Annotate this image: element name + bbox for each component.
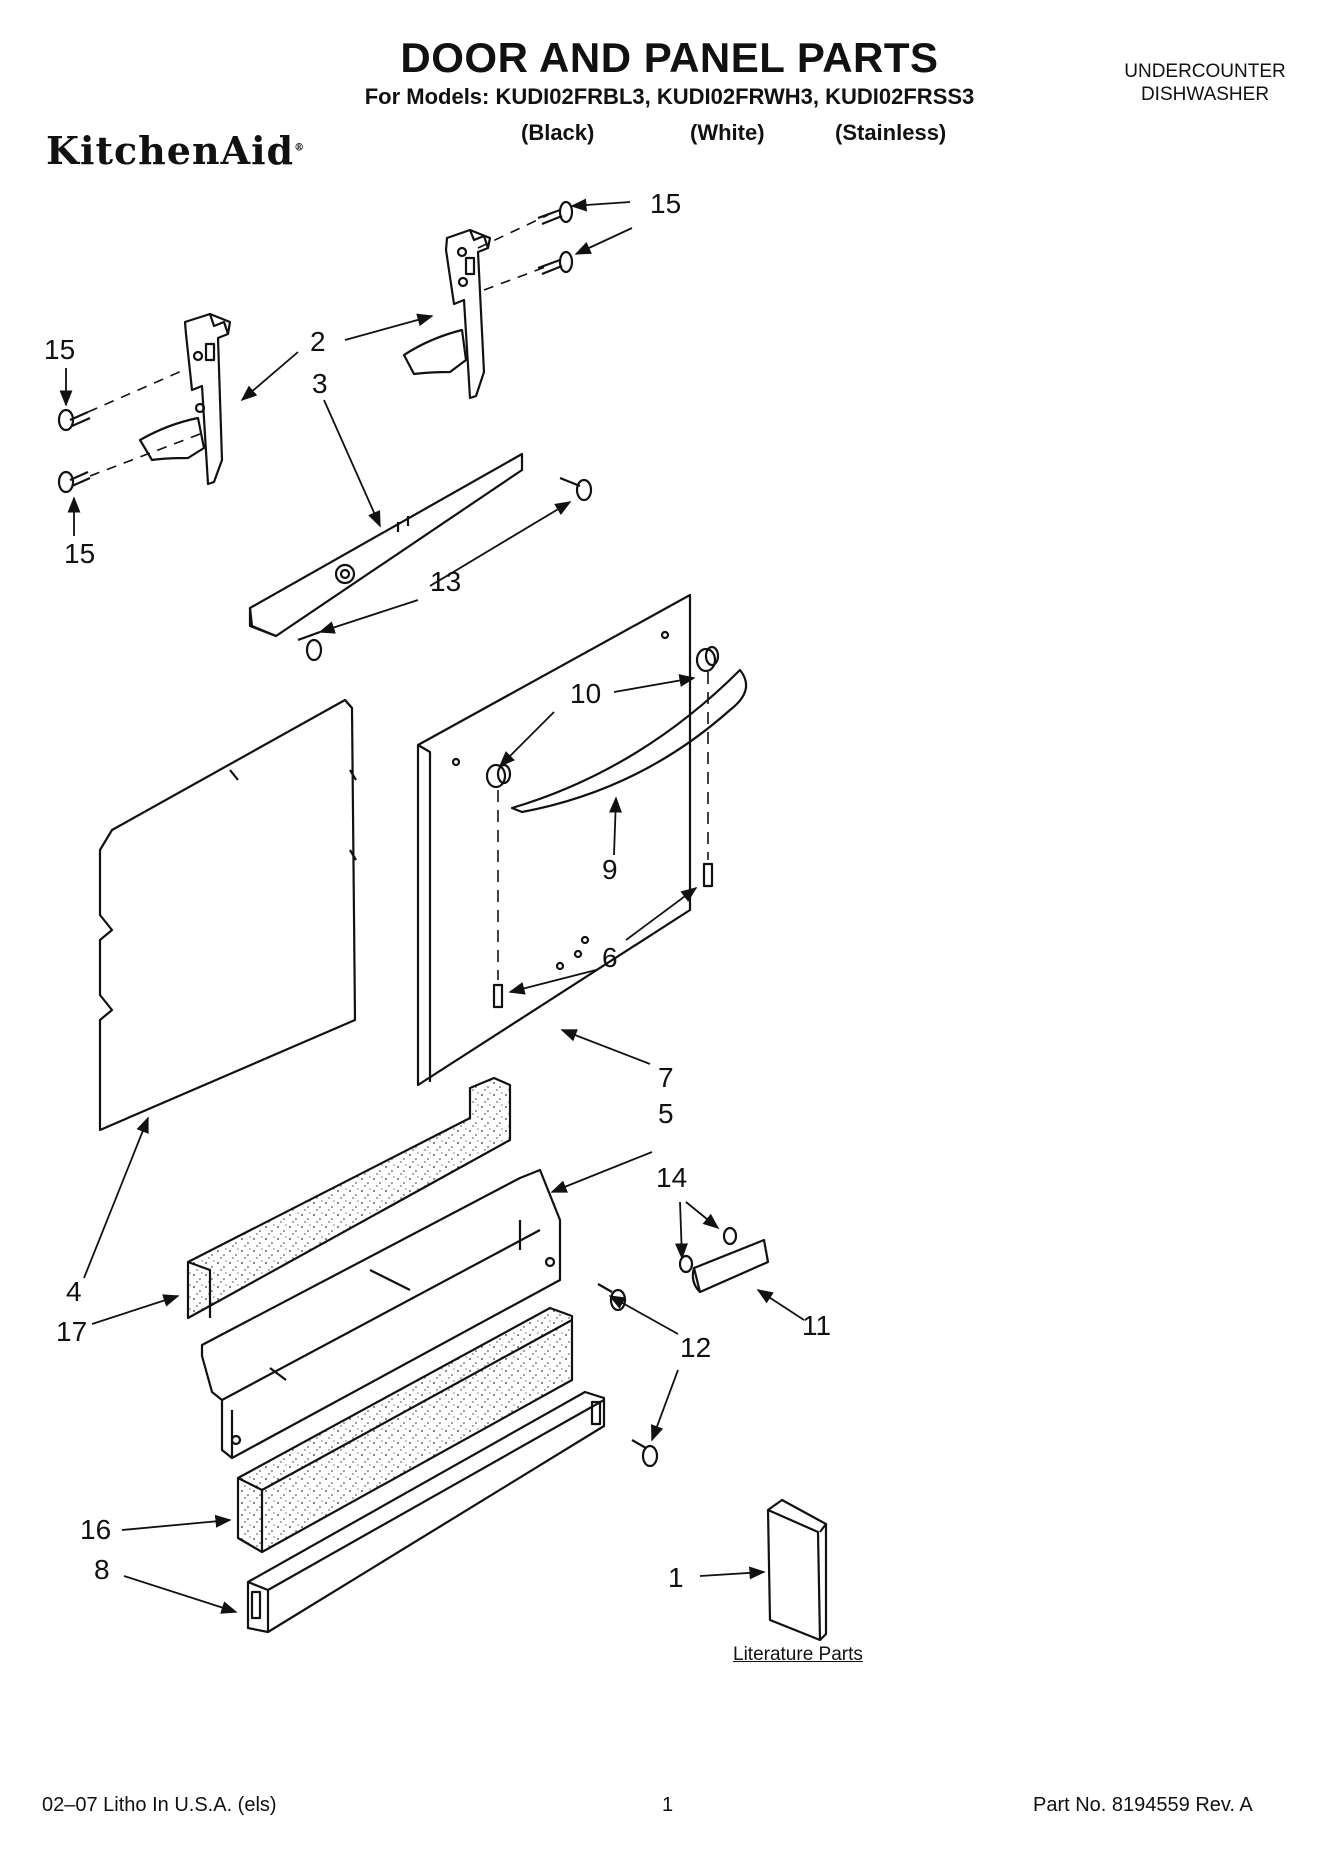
appliance-type: UNDERCOUNTER DISHWASHER [1100,60,1310,106]
appliance-type-line2: DISHWASHER [1140,84,1270,105]
screw-15-top [537,200,574,226]
handle-stud-right [695,645,720,673]
callout-7: 7 [658,1062,674,1093]
callout-13: 13 [430,566,462,597]
brand-logo-text: KitchenAid [46,128,295,173]
callout-11: 11 [802,1310,832,1341]
callout-4: 4 [66,1276,82,1307]
callout-2: 2 [310,326,326,357]
toe-panel [246,1390,606,1634]
footer-part-number: Part No. 8194559 Rev. A [1033,1794,1253,1816]
foam-strip-top [186,1076,512,1320]
callout-1: 1 [668,1562,684,1593]
footer-print-info: 02–07 Litho In U.S.A. (els) [42,1794,277,1816]
variant-stainless: (Stainless) [835,120,947,145]
handle-stud-left [485,763,512,789]
screw-15-mid [537,250,574,276]
callout-12: 12 [680,1332,712,1363]
screw-12-lower [631,1439,659,1468]
variant-black: (Black) [521,120,595,145]
brand-logo: KitchenAid® [46,128,306,173]
nut-right [722,1226,738,1246]
appliance-type-line1: UNDERCOUNTER [1124,61,1286,82]
door-panel [416,593,692,1087]
small-bracket [691,1238,770,1294]
callout-9: 9 [602,854,618,885]
callout-10: 10 [570,678,602,709]
screw-13-left [297,630,323,662]
callout-15-left-bottom: 15 [64,538,96,569]
callout-15-left-top: 15 [44,334,76,365]
callout-17: 17 [56,1316,88,1347]
footer-page-number: 1 [662,1794,674,1816]
callout-6: 6 [602,942,618,973]
foam-strip-bottom [236,1306,574,1554]
screw-13-right [559,476,593,502]
literature-parts-label: Literature Parts [733,1644,863,1665]
toe-panel-bracket [200,1168,562,1460]
variant-white: (White) [690,120,765,145]
callout-5: 5 [658,1098,674,1129]
hinge-bracket-left [138,312,232,486]
page-title: DOOR AND PANEL PARTS [400,34,939,81]
callout-15-top: 15 [650,188,682,219]
models-line: For Models: KUDI02FRBL3, KUDI02FRWH3, KU… [364,84,975,109]
nut-left [678,1254,694,1274]
screw-15-left-bottom [57,470,91,494]
door-insulation-panel [98,698,357,1132]
callout-8: 8 [94,1554,110,1585]
set-screw-left [492,983,504,1009]
callout-14: 14 [656,1162,688,1193]
set-screw-right [702,862,714,888]
mounting-strip [248,452,524,638]
hinge-bracket-right [402,228,492,400]
door-handle [510,668,748,814]
literature-book [766,1498,828,1642]
callout-3: 3 [312,368,328,399]
screw-15-left-top [57,408,91,432]
callout-16: 16 [80,1514,112,1545]
